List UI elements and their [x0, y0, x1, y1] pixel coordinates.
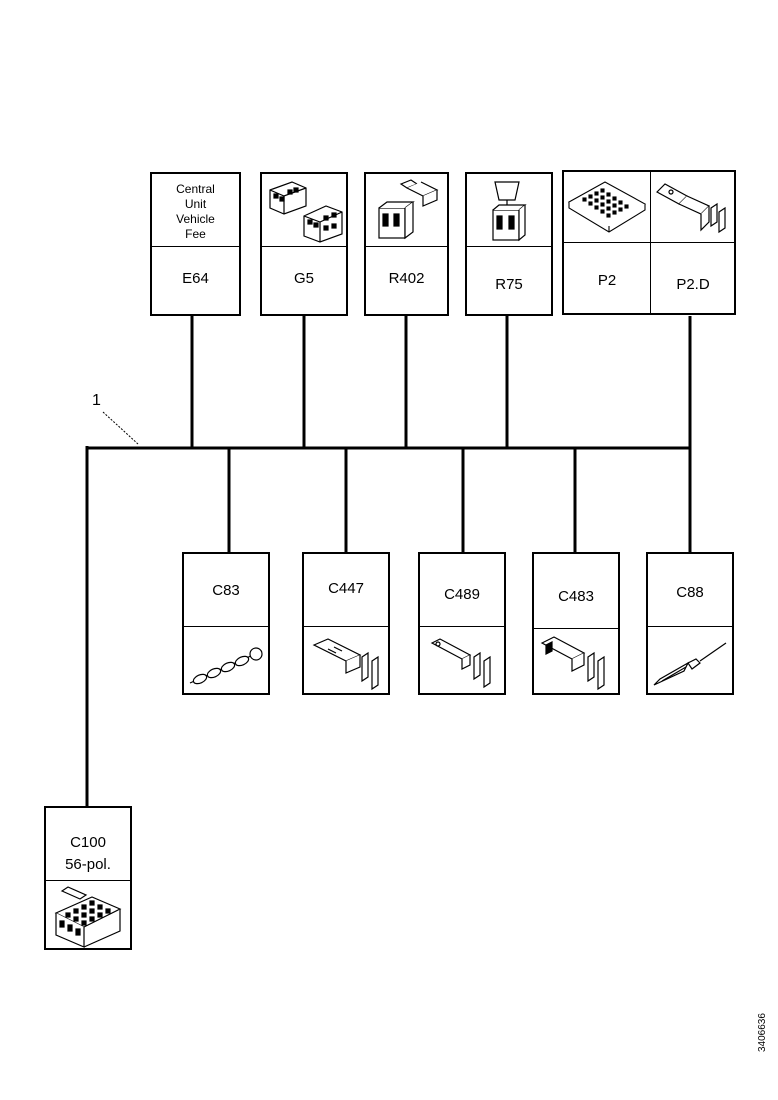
- connector-label-p2d: P2.D: [676, 276, 710, 293]
- terminal-icon: [534, 629, 618, 695]
- connector-label-c489: C489: [444, 586, 480, 603]
- connector-label-c100: C100 56-pol.: [46, 832, 130, 876]
- terminal-icon: [650, 172, 736, 242]
- connector-label-r402: R402: [388, 270, 425, 287]
- connector-label-p2: P2: [597, 272, 617, 289]
- fuse-board-icon: [564, 172, 650, 242]
- connector-label-c88: C88: [676, 584, 704, 601]
- terminal-icon: [420, 627, 504, 695]
- terminal-icon: [304, 627, 388, 695]
- connector-label-g5: G5: [293, 270, 314, 287]
- connector-label-c83: C83: [212, 582, 240, 599]
- connector-label-e64: E64: [182, 270, 209, 287]
- ccu-line: Central: [176, 182, 215, 196]
- connector-box-p2[interactable]: P2 P2.D: [562, 170, 736, 315]
- connector-box-g5[interactable]: G5: [260, 172, 348, 316]
- connector-box-c447[interactable]: C447: [302, 552, 390, 695]
- connector-box-c483[interactable]: C483: [532, 552, 620, 695]
- relay-socket-icon: [467, 174, 551, 246]
- connector-box-c489[interactable]: C489: [418, 552, 506, 695]
- callout-number: 1: [92, 392, 101, 409]
- connector-box-r402[interactable]: R402: [364, 172, 449, 316]
- connector-label-r75: R75: [495, 276, 523, 293]
- connector-box-e64[interactable]: Central Unit Vehicle Fee E64: [150, 172, 241, 316]
- splice-chain-icon: [184, 627, 268, 695]
- wire-pin-icon: [648, 627, 732, 695]
- connector-label-c483: C483: [558, 588, 594, 605]
- relay-connector-icon: [366, 174, 447, 246]
- connector-box-c88[interactable]: C88: [646, 552, 734, 695]
- ccu-line: Unit: [184, 197, 207, 211]
- ccu-line: Vehicle: [176, 212, 215, 226]
- multi-connector-icon: [262, 174, 346, 246]
- document-number: 3406636: [757, 1013, 768, 1052]
- connector-box-r75[interactable]: R75: [465, 172, 553, 316]
- callout-leader: [102, 411, 139, 445]
- c100-pin-count: 56-pol.: [65, 856, 111, 873]
- c100-label: C100: [70, 834, 106, 851]
- connector-box-c83[interactable]: C83: [182, 552, 270, 695]
- connector-label-c447: C447: [328, 580, 364, 597]
- multi-connector-icon: [46, 881, 130, 950]
- ccu-description: Central Unit Vehicle Fee: [152, 174, 239, 246]
- connector-box-c100[interactable]: C100 56-pol.: [44, 806, 132, 950]
- ccu-line: Fee: [185, 227, 206, 241]
